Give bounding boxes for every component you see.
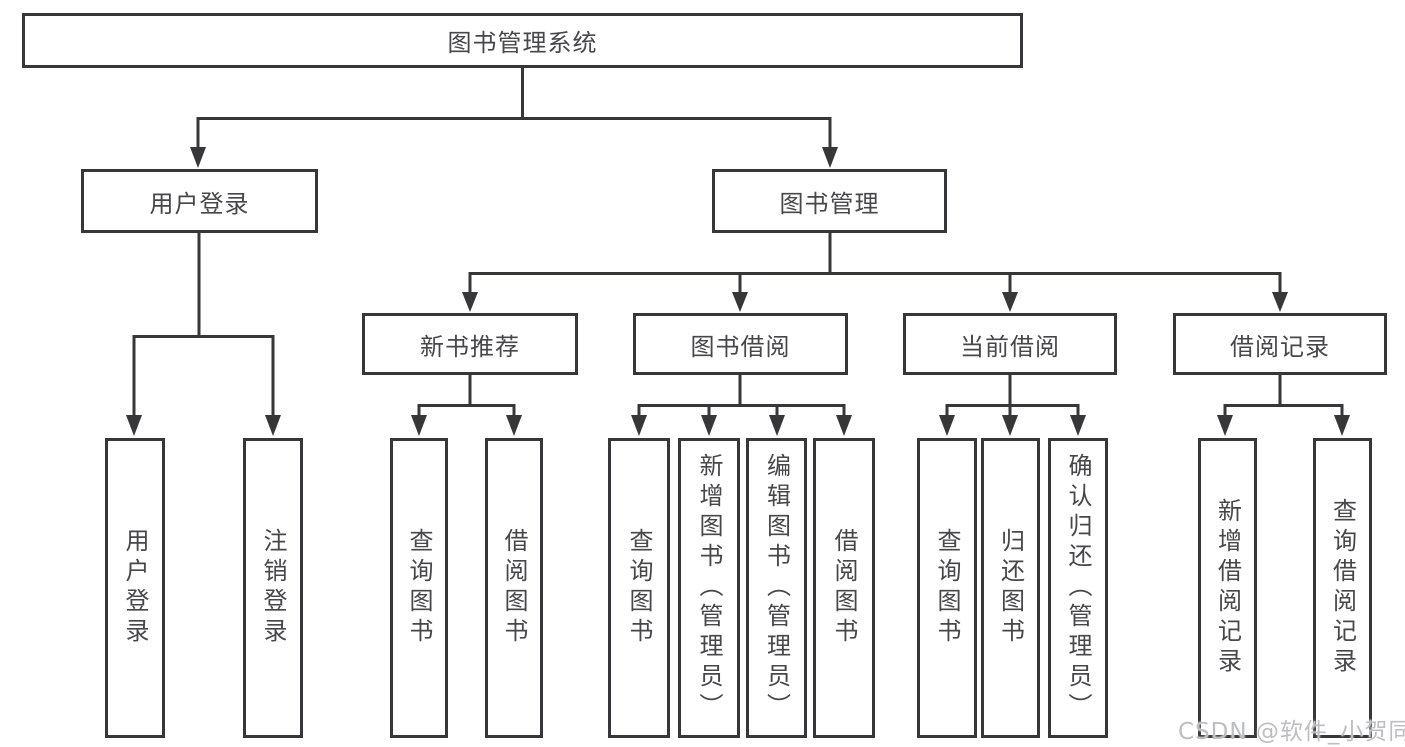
leaf-logout: 注销登录 bbox=[243, 438, 303, 738]
leaf-label: 查询借阅记录 bbox=[1328, 498, 1357, 678]
node-borrow-records-label: 借阅记录 bbox=[1230, 332, 1330, 361]
leaf-label: 查询图书 bbox=[405, 528, 433, 648]
node-borrow-records: 借阅记录 bbox=[1173, 313, 1387, 375]
node-book-management-label: 图书管理 bbox=[779, 189, 880, 218]
node-new-book-recommend: 新书推荐 bbox=[362, 313, 578, 375]
leaf-add-books-admin: 新增图书（管理员） bbox=[678, 438, 740, 738]
leaf-edit-books-admin: 编辑图书（管理员） bbox=[746, 438, 807, 738]
leaf-query-borrow-record: 查询借阅记录 bbox=[1313, 438, 1372, 738]
node-current-borrow: 当前借阅 bbox=[903, 313, 1117, 375]
leaf-label: 确认归还（管理员） bbox=[1064, 453, 1092, 723]
node-book-borrow: 图书借阅 bbox=[633, 313, 848, 375]
leaf-label: 查询图书 bbox=[625, 528, 653, 648]
leaf-borrow-books-1: 借阅图书 bbox=[485, 438, 543, 738]
node-user-login-label: 用户登录 bbox=[149, 189, 250, 218]
leaf-query-books-3: 查询图书 bbox=[917, 438, 977, 738]
node-current-borrow-label: 当前借阅 bbox=[960, 332, 1060, 361]
leaf-label: 查询图书 bbox=[933, 528, 961, 648]
csdn-watermark: CSDN @软件_小贺同学 bbox=[1178, 719, 1405, 745]
leaf-borrow-books-2: 借阅图书 bbox=[813, 438, 875, 738]
node-library-system-label: 图书管理系统 bbox=[447, 29, 598, 57]
node-user-login: 用户登录 bbox=[81, 169, 318, 233]
leaf-label: 注销登录 bbox=[259, 528, 287, 648]
leaf-confirm-return-admin: 确认归还（管理员） bbox=[1048, 438, 1108, 738]
leaf-label: 借阅图书 bbox=[500, 528, 528, 648]
leaf-label: 归还图书 bbox=[996, 528, 1025, 648]
node-book-management: 图书管理 bbox=[712, 169, 947, 233]
leaf-label: 新增图书（管理员） bbox=[695, 453, 723, 723]
leaf-return-books: 归还图书 bbox=[981, 438, 1040, 738]
node-book-borrow-label: 图书借阅 bbox=[690, 332, 791, 361]
node-library-system: 图书管理系统 bbox=[22, 13, 1023, 68]
leaf-user-login: 用户登录 bbox=[105, 438, 165, 738]
leaf-label: 新增借阅记录 bbox=[1213, 498, 1242, 678]
leaf-label: 编辑图书（管理员） bbox=[762, 453, 791, 723]
leaf-query-books-1: 查询图书 bbox=[390, 438, 448, 738]
leaf-query-books-2: 查询图书 bbox=[608, 438, 670, 738]
leaf-add-borrow-record: 新增借阅记录 bbox=[1198, 438, 1257, 738]
leaf-label: 用户登录 bbox=[121, 528, 149, 648]
node-new-book-recommend-label: 新书推荐 bbox=[420, 332, 520, 361]
leaf-label: 借阅图书 bbox=[830, 528, 858, 648]
